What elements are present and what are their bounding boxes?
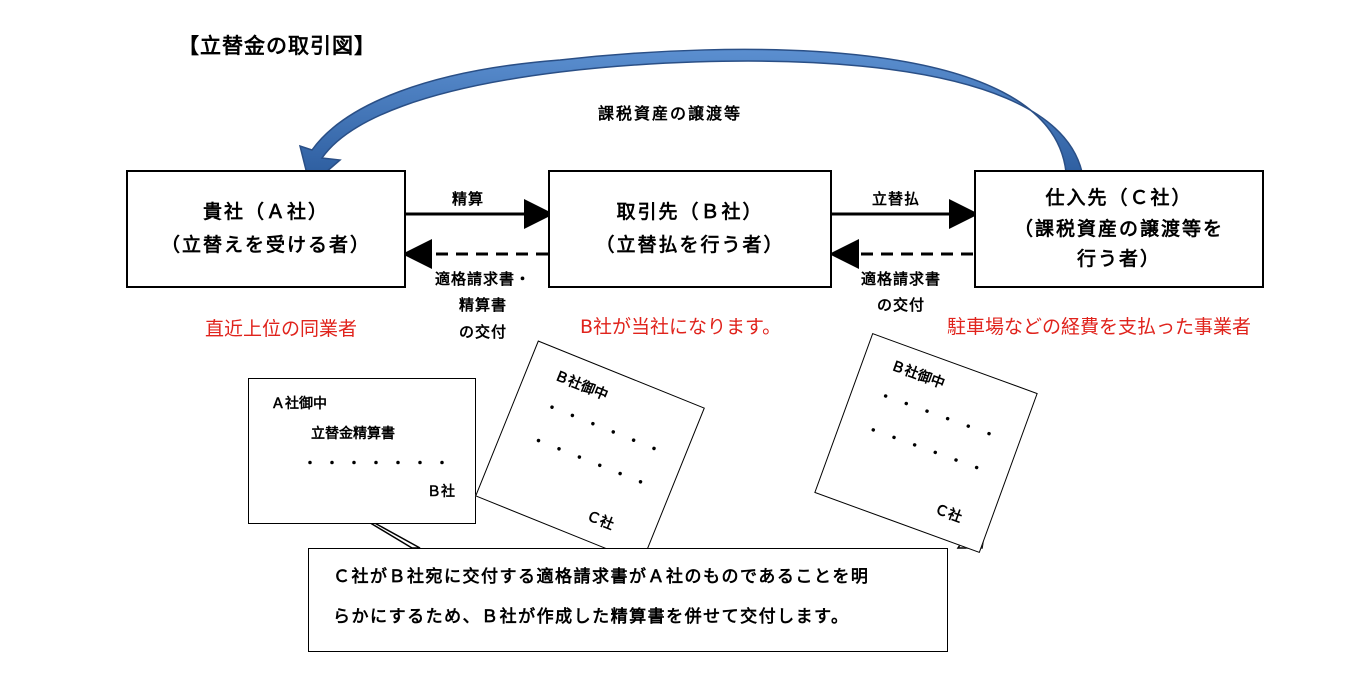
callout-line2: らかにするため、Ｂ社が作成した精算書を併せて交付します。 — [333, 607, 850, 627]
label-ab-bottom-1: 適格請求書・ — [434, 270, 531, 288]
doc-settlement-from: Ｂ社 — [427, 484, 455, 500]
label-ab-bottom-2: 精算書 — [458, 296, 507, 315]
label-ab-bottom: 適格請求書・ 精算書 の交付 — [420, 266, 546, 345]
box-b-line1: 取引先（Ｂ社） — [616, 200, 764, 223]
label-bc-bottom-1: 適格請求書 — [860, 270, 941, 288]
callout-box: Ｃ社がＢ社宛に交付する適格請求書がＡ社のものであることを明 らかにするため、Ｂ社… — [308, 548, 948, 652]
box-company-b: 取引先（Ｂ社） （立替払を行う者） — [548, 170, 832, 288]
box-c-line2: （課税資産の譲渡等を — [1013, 217, 1224, 240]
note-b: B社が当社になります。 — [580, 316, 782, 338]
box-company-c: 仕入先（Ｃ社） （課税資産の譲渡等を 行う者） — [974, 170, 1264, 288]
box-b-line2: （立替払を行う者） — [595, 234, 785, 256]
box-a-line1: 貴社（Ａ社） — [202, 200, 329, 223]
doc-invoice1-to: Ｂ社御中 — [552, 367, 611, 404]
curved-arrow-c-to-a — [298, 48, 1083, 188]
label-advance-payment: 立替払 — [872, 190, 921, 208]
box-a-line2: （立替えを受ける者） — [160, 234, 371, 256]
doc-settlement-to: Ａ社御中 — [271, 396, 327, 412]
box-company-a: 貴社（Ａ社） （立替えを受ける者） — [126, 170, 406, 288]
note-a: 直近上位の同業者 — [205, 318, 358, 340]
doc-invoice1-from: Ｃ社 — [583, 508, 616, 534]
doc-settlement-title: 立替金精算書 — [311, 426, 395, 442]
doc-invoice2-to: Ｂ社御中 — [888, 357, 947, 393]
doc-invoice2-from: Ｃ社 — [932, 501, 964, 527]
doc-settlement-dots: ・・・・・・・ — [303, 456, 457, 472]
label-ab-bottom-3: の交付 — [458, 322, 507, 341]
label-bc-bottom-2: の交付 — [876, 296, 925, 315]
doc-settlement-statement: Ａ社御中 立替金精算書 ・・・・・・・ Ｂ社 — [248, 378, 476, 524]
box-c-line1: 仕入先（Ｃ社） — [1045, 187, 1193, 210]
curved-arrow-label: 課税資産の譲渡等 — [598, 104, 743, 123]
label-bc-bottom: 適格請求書 の交付 — [846, 266, 956, 319]
box-c-line3: 行う者） — [1076, 248, 1161, 271]
page-title: 【立替金の取引図】 — [178, 34, 376, 58]
callout-line1: Ｃ社がＢ社宛に交付する適格請求書がＡ社のものであることを明 — [333, 567, 870, 587]
note-c: 駐車場などの経費を支払った事業者 — [947, 316, 1252, 338]
label-settlement: 精算 — [452, 190, 485, 208]
